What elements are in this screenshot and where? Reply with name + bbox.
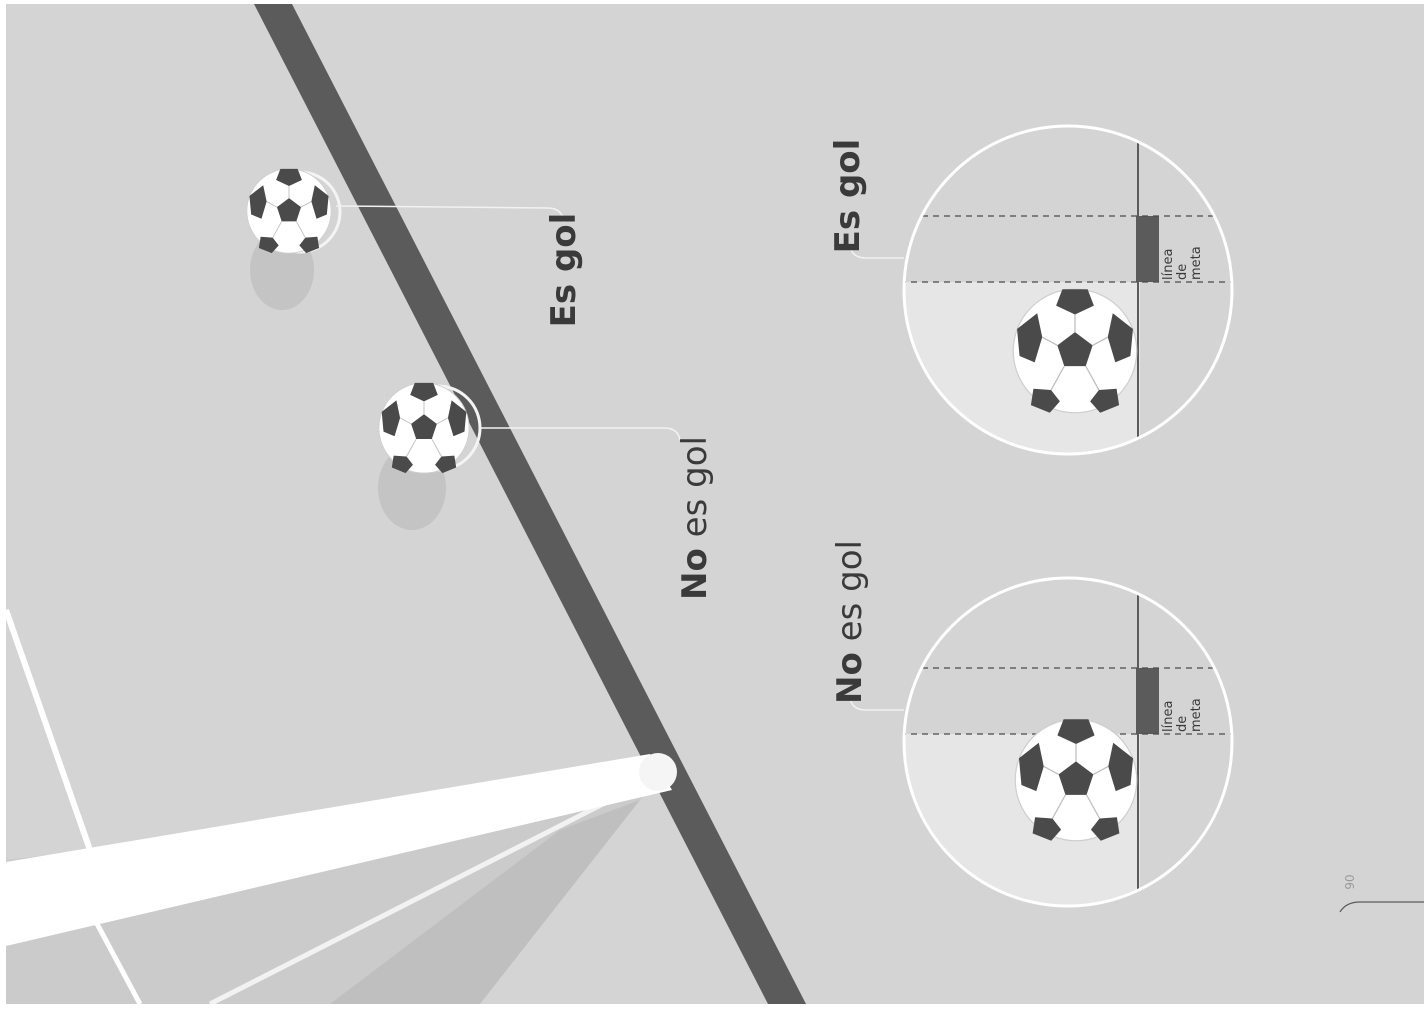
goal-line-label-2: línea de meta — [1162, 670, 1210, 732]
label-circle-no-es-gol-regular: es gol — [830, 540, 870, 652]
zoom-ball — [1015, 719, 1137, 841]
label-no-es-gol-regular: es gol — [675, 436, 715, 548]
label-circle-no-es-gol: No es gol — [833, 527, 873, 717]
ball-es-gol — [247, 169, 331, 253]
goal-line-block — [1136, 216, 1159, 282]
ball-no-es-gol — [379, 383, 469, 473]
label-circle-es-gol-text: Es gol — [828, 139, 868, 254]
label-no-es-gol-bold: No — [675, 548, 715, 600]
zoom-ball — [1013, 289, 1136, 412]
goal-line-block — [1136, 668, 1159, 734]
label-no-es-gol: No es gol — [678, 423, 718, 613]
label-es-gol-text: Es gol — [544, 213, 584, 328]
crossbar-end — [639, 753, 677, 791]
page-number: 90 — [1343, 870, 1359, 894]
label-circle-no-es-gol-bold: No — [830, 652, 870, 704]
label-es-gol: Es gol — [547, 210, 587, 330]
goal-line-label-1: línea de meta — [1162, 218, 1210, 280]
label-circle-es-gol: Es gol — [831, 136, 871, 256]
